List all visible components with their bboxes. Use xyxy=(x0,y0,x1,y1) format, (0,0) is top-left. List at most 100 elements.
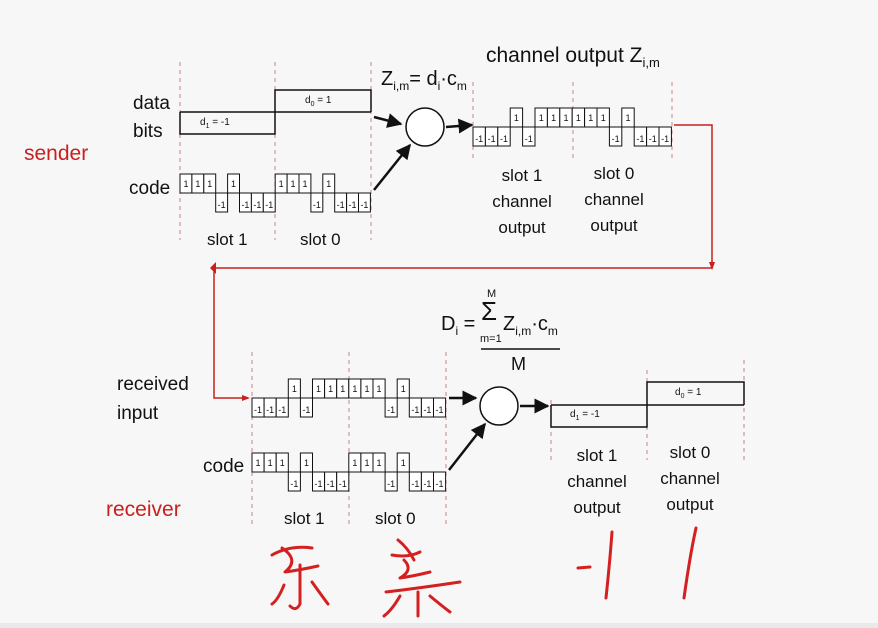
receiver-code-chip-label: -1 xyxy=(423,479,431,489)
receiver-integrator xyxy=(479,386,519,426)
receiver-code-chip xyxy=(275,452,289,473)
sender-code-chip xyxy=(215,192,229,213)
received-input-chip-label: -1 xyxy=(423,405,431,415)
sender-code-chip-label: -1 xyxy=(218,200,226,210)
received-input-chip-label: -1 xyxy=(278,405,286,415)
receiver-d0-label: d0 = 1 xyxy=(675,387,702,400)
sender-multiplier xyxy=(405,107,445,147)
sender-code-chip-label: 1 xyxy=(291,179,296,189)
receiver-code-chip-label: -1 xyxy=(339,479,347,489)
receiver-code-chip xyxy=(396,452,410,473)
sender-code-chip xyxy=(262,192,276,213)
sender-code-label: code xyxy=(129,178,171,199)
receiver-code-chip xyxy=(336,471,350,492)
received-input-chip-label: -1 xyxy=(387,405,395,415)
sender-channel-chip-label: -1 xyxy=(488,134,496,144)
received-input-chip xyxy=(299,397,313,418)
received-input-label-2: input xyxy=(117,403,159,424)
arrow-code-to-mult xyxy=(373,143,411,191)
sender-channel-chip-label: -1 xyxy=(525,134,533,144)
received-input-chip-label: -1 xyxy=(411,405,419,415)
handwritten-one xyxy=(682,526,698,600)
sender-channel-chip-label: -1 xyxy=(500,134,508,144)
sender-code-chip-label: 1 xyxy=(302,179,307,189)
sender-code-chip-label: -1 xyxy=(349,200,357,210)
footer-bar xyxy=(0,623,878,628)
received-input-label-1: received xyxy=(117,374,189,395)
received-input-chip-label: 1 xyxy=(316,384,321,394)
received-input-chip-label: 1 xyxy=(352,384,357,394)
sender-code-chip-label: -1 xyxy=(313,200,321,210)
receiver-code-chip-label: 1 xyxy=(401,458,406,468)
sender-code-chip xyxy=(227,173,241,194)
receiver-formula-lower: m=1 xyxy=(480,333,502,345)
sender-channel-chip-label: 1 xyxy=(563,113,568,123)
received-input-chip xyxy=(372,378,386,399)
sender-channel-chip xyxy=(658,126,672,147)
sender-code-chip-label: -1 xyxy=(265,200,273,210)
received-input-chip xyxy=(433,397,447,418)
receiver-code-chip-label: 1 xyxy=(256,458,261,468)
receiver-formula-upper: M xyxy=(487,288,497,300)
receiver-code-chip-label: -1 xyxy=(411,479,419,489)
receiver-formula-sum-term: Zi,m·cm xyxy=(503,313,558,338)
handwritten-minus-one xyxy=(576,530,614,600)
sender-code-chip xyxy=(203,173,217,194)
sender-slot0-label: slot 0 xyxy=(300,230,341,249)
receiver-output-bits xyxy=(550,381,745,428)
receiver-formula-sigma: Σ xyxy=(481,296,498,326)
receiver-slot0-label: slot 0 xyxy=(375,509,416,528)
sender-code-chip-label: -1 xyxy=(360,200,368,210)
received-input-chip-label: -1 xyxy=(254,405,262,415)
receiver-slot1-label: slot 1 xyxy=(284,509,325,528)
sender-d1-label: d1 = -1 xyxy=(200,117,230,130)
received-input-chip xyxy=(275,397,289,418)
sender-code-chip xyxy=(298,173,312,194)
received-input-chip-label: -1 xyxy=(302,405,310,415)
sender-slot-separators xyxy=(179,62,673,240)
sender-code-chip-label: 1 xyxy=(183,179,188,189)
sender-channel-chip-label: -1 xyxy=(612,134,620,144)
sender-channel-chip-label: -1 xyxy=(636,134,644,144)
received-input-chip-label: 1 xyxy=(377,384,382,394)
sender-d0-label: d0 = 1 xyxy=(305,95,332,108)
receiver-code-chip xyxy=(433,471,447,492)
data-bits-label-1: data xyxy=(133,93,170,114)
received-input-chip-label: 1 xyxy=(401,384,406,394)
receiver-code-chip xyxy=(372,452,386,473)
receiver-code-chip-label: -1 xyxy=(290,479,298,489)
sender-code-chip-label: 1 xyxy=(326,179,331,189)
sender-channel-chip-label: 1 xyxy=(514,113,519,123)
sender-channel-chip-label: 1 xyxy=(588,113,593,123)
receiver-code-chip xyxy=(384,471,398,492)
sender-label: sender xyxy=(24,142,89,165)
handwritten-annotations xyxy=(270,526,698,618)
sender-code-chip-label: -1 xyxy=(337,200,345,210)
handwritten-glyph-2 xyxy=(382,538,462,618)
sender-code-chip xyxy=(322,173,336,194)
received-input-chip xyxy=(384,397,398,418)
received-input-chip-label: -1 xyxy=(436,405,444,415)
receiver-code-chip-label: -1 xyxy=(327,479,335,489)
received-input-chip-label: 1 xyxy=(328,384,333,394)
sender-code-chip-label: -1 xyxy=(253,200,261,210)
sender-channel-chip xyxy=(522,126,536,147)
sender-channel-chip-label: 1 xyxy=(551,113,556,123)
receiver-code-label: code xyxy=(203,456,245,477)
received-input-chip-label: 1 xyxy=(340,384,345,394)
received-input-chip-label: -1 xyxy=(266,405,274,415)
sender-channel-chip-label: 1 xyxy=(539,113,544,123)
sender-code-chip-label: 1 xyxy=(231,179,236,189)
arrow-data-to-mult xyxy=(373,113,403,128)
sender-code-chip xyxy=(310,192,324,213)
receiver-code-chip xyxy=(299,452,313,473)
receiver-formula-lhs: Di = xyxy=(441,313,476,338)
sender-channel-chip xyxy=(608,126,623,147)
receiver-formula-denominator: M xyxy=(511,354,526,374)
